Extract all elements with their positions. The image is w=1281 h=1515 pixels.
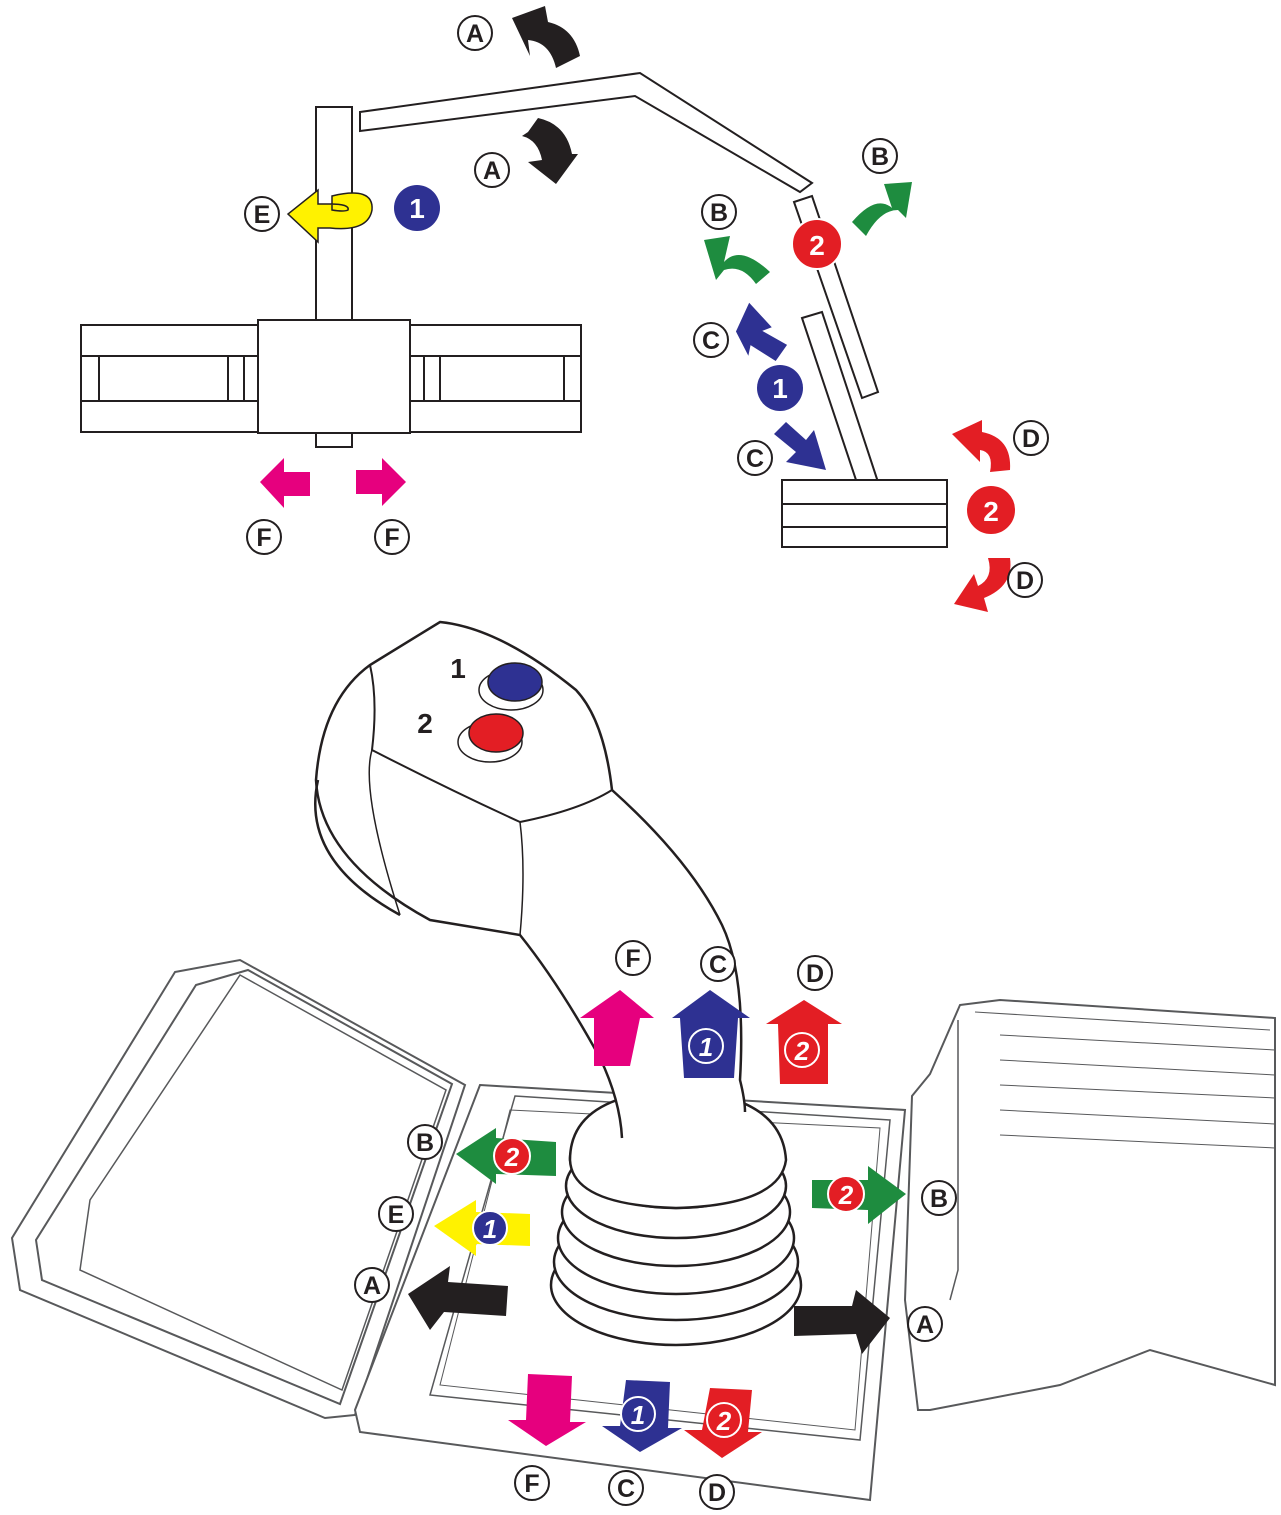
svg-text:1: 1 [699, 1032, 713, 1062]
label-b-callout: B [701, 194, 737, 230]
label-b-text: B [930, 1185, 948, 1213]
svg-text:1: 1 [409, 193, 425, 224]
label-b-text: B [871, 143, 889, 171]
arrow-a-left-icon [408, 1266, 508, 1330]
turret-body [257, 319, 411, 434]
joystick-bellows [549, 1088, 803, 1347]
arrow-d-down-icon [954, 558, 1011, 612]
label-b-text: B [416, 1129, 434, 1157]
arrow-c-down-icon [774, 422, 826, 470]
label-f-callout: F [374, 519, 410, 555]
label-d-callout: D [1007, 562, 1043, 598]
arrow-e-left-badge-icon: 1 [434, 1200, 530, 1256]
label-c-text: C [709, 951, 727, 979]
machine-top-view [80, 71, 814, 448]
button-2-number: 2 [417, 708, 433, 739]
arrow-d-up-icon [952, 420, 1011, 472]
left-armrest [10, 958, 467, 1420]
button-two-badge-arm: 2 [791, 218, 843, 270]
arrow-c-up-badge-icon: 1 [672, 990, 750, 1078]
platform-base [781, 479, 948, 548]
arrow-f-left-icon [260, 458, 310, 508]
arrow-b-right-badge-icon: 2 [812, 1166, 906, 1224]
label-d-callout: D [1013, 420, 1049, 456]
label-f-text: F [256, 524, 271, 552]
label-b-callout: B [921, 1180, 957, 1216]
label-d-text: D [806, 960, 824, 988]
svg-text:2: 2 [716, 1406, 732, 1436]
label-c-callout: C [700, 946, 736, 982]
label-d-text: D [708, 1479, 726, 1507]
label-e-text: E [254, 201, 271, 229]
label-c-callout: C [608, 1470, 644, 1506]
button-one-badge-arm: 1 [757, 365, 803, 411]
arrow-c-up-icon [735, 302, 788, 362]
arrow-f-right-icon [356, 458, 406, 506]
arrow-d-up-badge-icon: 2 [766, 1000, 842, 1084]
label-c-text: C [702, 327, 720, 355]
rotation-arrow-e-icon [286, 188, 373, 244]
label-a-text: A [363, 1272, 381, 1300]
label-f-text: F [625, 945, 640, 973]
arrow-b-left-icon [704, 236, 770, 284]
upper-arm [359, 71, 814, 194]
svg-text:2: 2 [809, 230, 825, 261]
label-c-text: C [617, 1475, 635, 1503]
svg-text:2: 2 [794, 1036, 810, 1066]
label-f-text: F [384, 524, 399, 552]
svg-text:2: 2 [983, 496, 999, 527]
label-c-callout: C [737, 440, 773, 476]
label-a-callout: A [907, 1306, 943, 1342]
joystick-button-2[interactable] [457, 713, 524, 763]
label-c-callout: C [693, 322, 729, 358]
button-two-badge-platform: 2 [965, 484, 1017, 536]
label-b-text: B [710, 199, 728, 227]
label-d-text: D [1016, 567, 1034, 595]
arrow-a-down-icon [522, 118, 578, 184]
label-e-text: E [388, 1201, 405, 1229]
button-1-number: 1 [450, 653, 466, 684]
joystick-button-1[interactable] [478, 662, 544, 711]
label-e-callout: E [244, 196, 280, 232]
label-b-callout: B [862, 138, 898, 174]
arrow-f-down-icon [508, 1374, 586, 1446]
svg-text:1: 1 [772, 373, 788, 404]
arrow-f-up-icon [580, 990, 654, 1066]
label-a-callout: A [354, 1267, 390, 1303]
arrow-d-down-badge-icon: 2 [684, 1388, 762, 1458]
label-f-callout: F [514, 1465, 550, 1501]
svg-text:1: 1 [483, 1214, 497, 1244]
label-e-callout: E [378, 1196, 414, 1232]
label-a-callout: A [457, 15, 493, 51]
arrow-b-right-icon [852, 182, 912, 236]
label-a-callout: A [474, 152, 510, 188]
label-d-callout: D [797, 955, 833, 991]
label-d-text: D [1022, 425, 1040, 453]
button-one-badge: 1 [394, 185, 440, 231]
svg-text:1: 1 [631, 1400, 645, 1430]
right-armrest [903, 998, 1276, 1411]
label-a-text: A [466, 20, 484, 48]
svg-text:2: 2 [504, 1142, 520, 1172]
svg-text:2: 2 [838, 1180, 854, 1210]
label-c-text: C [746, 445, 764, 473]
label-a-text: A [916, 1311, 934, 1339]
arrow-a-up-icon [512, 6, 580, 68]
label-b-callout: B [407, 1124, 443, 1160]
column-base [315, 432, 353, 448]
arrow-b-left-badge-icon: 2 [456, 1128, 556, 1184]
label-a-text: A [483, 157, 501, 185]
arrow-a-right-icon [794, 1290, 890, 1354]
arrow-c-down-badge-icon: 1 [602, 1380, 682, 1452]
label-f-callout: F [246, 519, 282, 555]
label-f-callout: F [615, 940, 651, 976]
label-d-callout: D [699, 1474, 735, 1510]
label-f-text: F [524, 1470, 539, 1498]
